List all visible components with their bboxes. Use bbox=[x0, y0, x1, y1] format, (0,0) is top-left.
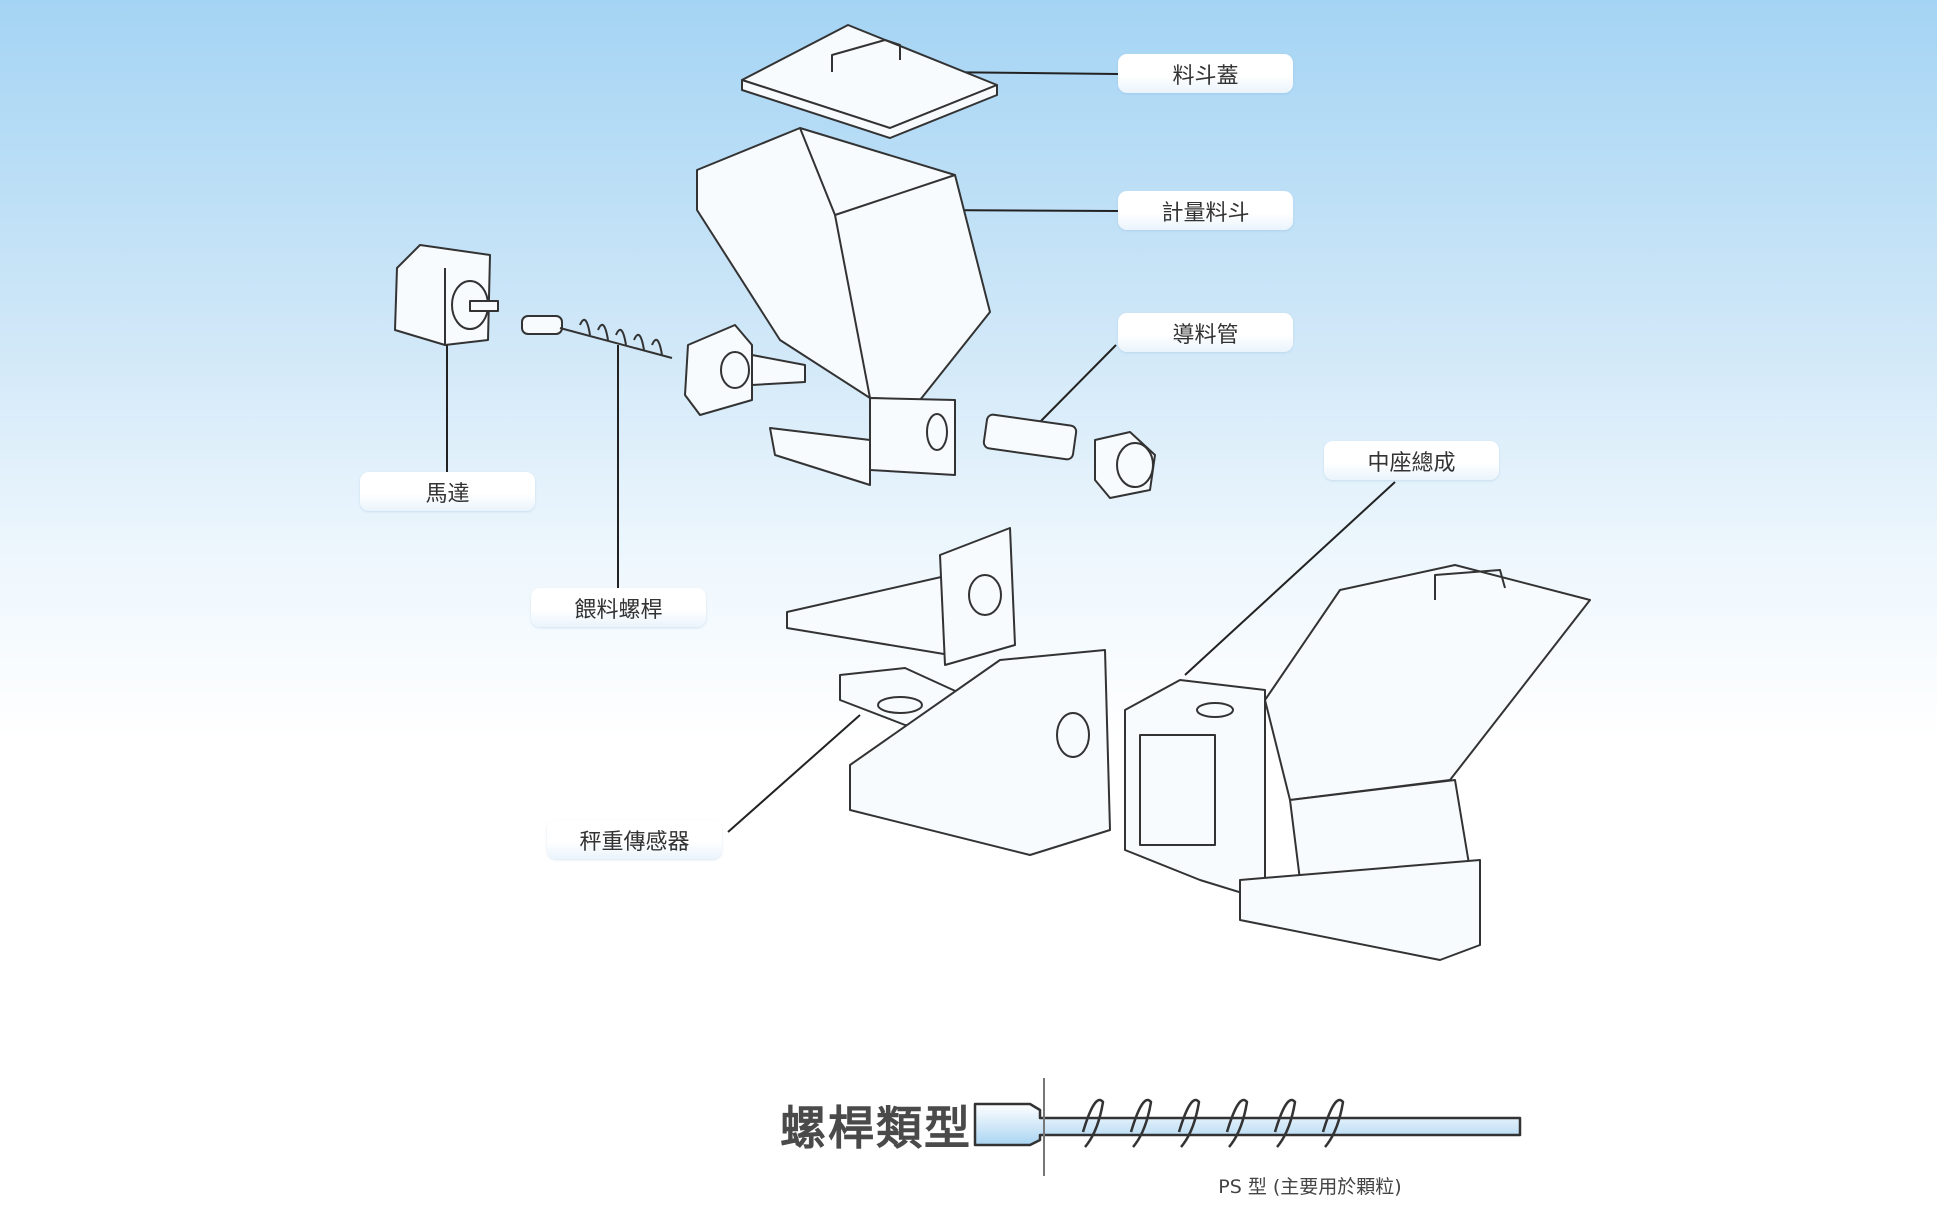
screw-housing-drawing bbox=[684, 324, 806, 416]
metering-hopper-drawing bbox=[696, 127, 991, 486]
label-load-cell: 秤重傳感器 bbox=[547, 820, 722, 859]
feed-screw-drawing bbox=[521, 315, 673, 359]
assembled-unit-drawing bbox=[1124, 564, 1591, 961]
screw-types-title: 螺桿類型 bbox=[780, 1101, 972, 1155]
label-feed-screw: 餵料螺桿 bbox=[531, 588, 706, 627]
motor-drawing bbox=[394, 244, 499, 346]
ps-screw-caption: PS 型 (主要用於顆粒) bbox=[1218, 1176, 1402, 1198]
label-center-assembly: 中座總成 bbox=[1324, 441, 1499, 480]
label-metering-hopper: 計量料斗 bbox=[1118, 191, 1293, 230]
label-feed-tube: 導料管 bbox=[1118, 313, 1293, 352]
bracket-drawing bbox=[786, 527, 1016, 666]
divider bbox=[1043, 1078, 1045, 1176]
feed-tube-drawing bbox=[982, 413, 1156, 499]
label-hopper-lid: 料斗蓋 bbox=[1118, 54, 1293, 93]
ps-screw-drawing bbox=[973, 1098, 1522, 1148]
base-drawing bbox=[849, 649, 1111, 856]
hopper-lid-drawing bbox=[741, 24, 998, 139]
label-motor: 馬達 bbox=[360, 472, 535, 511]
